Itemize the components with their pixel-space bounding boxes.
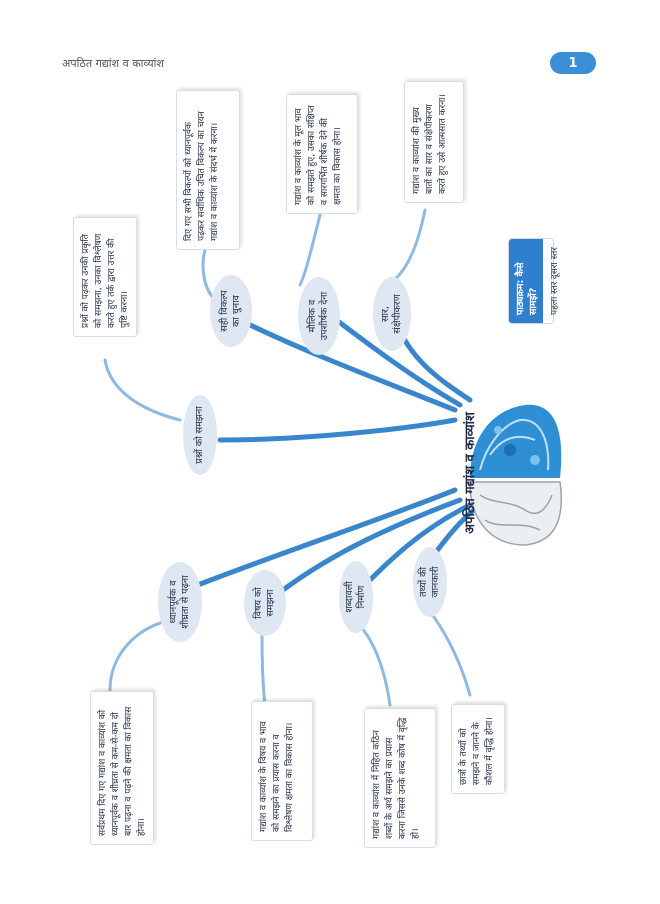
legend-item-second: दूसरा स्तर <box>550 247 560 280</box>
branch-pill-tathya: तथ्यों की जानकारी <box>413 547 447 617</box>
connector-vishay <box>267 497 463 603</box>
connector-vikalp <box>237 317 458 413</box>
branch-pill-prashn: प्रश्नों को समझना <box>183 395 217 475</box>
page-number-badge: 1 <box>550 52 596 74</box>
detail-box-tathya: छात्रों के तथ्यों को समझने व जानने के कौ… <box>451 704 505 794</box>
page-header-title: अपठित गद्यांश व काव्यांश <box>62 57 164 70</box>
branch-pill-sheershak: मौलिक व उपशीर्षक देना <box>298 277 340 355</box>
connector-dhyan <box>182 487 458 593</box>
branch-pill-vikalp: सही विकल्प का चुनाव <box>210 275 252 347</box>
detail-box-prashn: प्रश्नों को पढ़कर उनकी प्रकृति को समझना,… <box>73 217 137 337</box>
detail-box-dhyan: सर्वप्रथम दिए गए गद्यांश व काव्यांश को ध… <box>90 691 154 845</box>
branch-pill-saar: सार, संक्षेपीकरण <box>373 277 411 351</box>
legend-title: पाठ्यक्रम: कैसे सामझें? <box>509 239 543 323</box>
branch-pill-vishay: विषय को समझना <box>244 570 286 636</box>
branch-pill-dhyan: ध्यानपूर्वक व शीघ्रता से पढ़ना <box>158 562 202 642</box>
detail-box-sheershak: गद्यांश व काव्यांश के मूल भाव को समझते ह… <box>286 94 358 214</box>
detail-box-saar: गद्यांश व काव्यांश की मुख्य बातों का सार… <box>404 81 464 203</box>
detail-box-vikalp: दिए गए सभी विकल्पों को ध्यानपूर्वक पढ़कर… <box>176 90 240 250</box>
legend-item-first: पहला स्तर <box>550 281 560 316</box>
central-topic-label: अपठित गद्यांश व काव्यांश <box>463 412 478 534</box>
branch-pill-shabd: शब्दावली निर्माण <box>339 561 373 633</box>
legend-box: पाठ्यक्रम: कैसे सामझें? पहला स्तर दूसरा … <box>508 238 560 324</box>
connector-prashn <box>217 417 458 443</box>
detail-box-shabd: गद्यांश व काव्यांश में निहित कठिन शब्दों… <box>364 708 436 848</box>
brain-illustration <box>469 404 562 546</box>
detail-box-vishay: गद्यांश व काव्यांश के विषय व भाव को समझन… <box>251 701 313 841</box>
